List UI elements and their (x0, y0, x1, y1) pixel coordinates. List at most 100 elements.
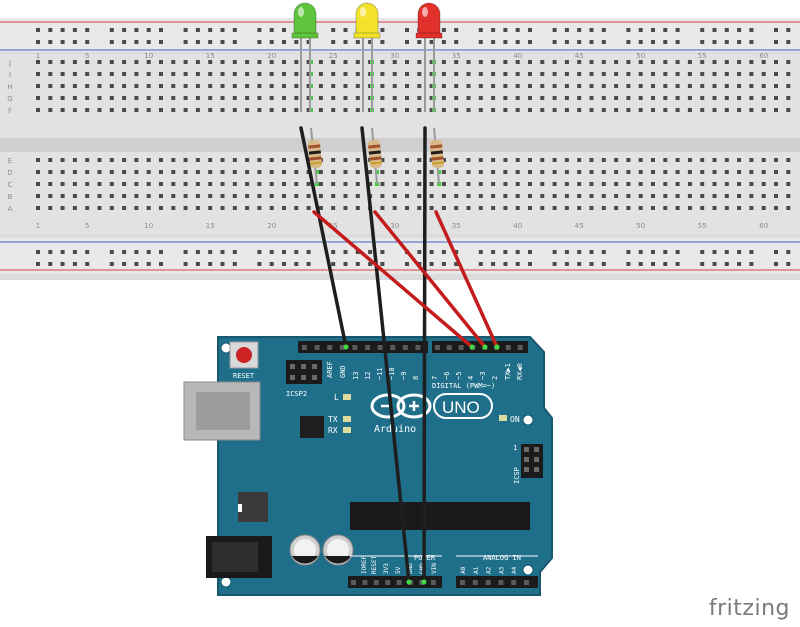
terminal-hole (355, 182, 360, 186)
terminal-hole (441, 96, 446, 100)
column-number: 10 (144, 222, 153, 230)
rail-hole (564, 40, 569, 44)
l-led-label: L (334, 393, 339, 402)
terminal-hole (528, 194, 532, 198)
terminal-hole (749, 182, 754, 186)
terminal-hole (577, 96, 582, 100)
column-number: 30 (390, 52, 399, 60)
mount-hole (220, 576, 232, 588)
rail-hole (552, 28, 557, 32)
terminal-hole (761, 182, 766, 186)
terminal-hole (515, 84, 520, 88)
terminal-hole (269, 170, 274, 174)
terminal-hole (232, 84, 237, 88)
terminal-hole (232, 206, 237, 210)
rail-hole (48, 40, 53, 44)
terminal-hole (48, 194, 53, 198)
terminal-hole (232, 182, 237, 186)
column-number: 50 (636, 222, 645, 230)
terminal-hole (282, 72, 286, 76)
terminal-hole (72, 60, 77, 64)
rail-hole (220, 40, 225, 44)
terminal-hole (540, 84, 545, 88)
terminal-hole (724, 108, 729, 112)
terminal-hole (331, 194, 336, 198)
terminal-hole (269, 158, 274, 162)
rail-hole (737, 250, 742, 254)
header-pin (485, 580, 491, 585)
terminal-hole (72, 108, 77, 112)
terminal-hole (195, 108, 200, 112)
terminal-hole (232, 170, 237, 174)
digital-pin-label: 8 (412, 376, 420, 380)
terminal-hole (269, 72, 274, 76)
rail-hole (564, 262, 569, 266)
terminal-hole (700, 206, 705, 210)
terminal-hole (183, 158, 188, 162)
digital-pin-label: ~9 (400, 372, 408, 380)
terminal-hole (601, 108, 606, 112)
terminal-hole (466, 170, 471, 174)
header-pin (290, 375, 295, 380)
terminal-hole (552, 60, 557, 64)
terminal-hole (687, 182, 692, 186)
terminal-hole (626, 158, 631, 162)
rail-hole (491, 40, 496, 44)
terminal-hole (577, 194, 582, 198)
rail-hole (195, 250, 200, 254)
terminal-hole (687, 194, 692, 198)
terminal-hole (663, 72, 668, 76)
terminal-hole (343, 60, 348, 64)
terminal-hole (72, 72, 77, 76)
header-pin (524, 467, 529, 472)
terminal-hole (515, 182, 520, 186)
header-pin (460, 580, 465, 585)
terminal-hole (429, 108, 434, 112)
terminal-hole (195, 206, 200, 210)
header-pin (352, 345, 358, 350)
reset-button-cap[interactable] (236, 347, 252, 363)
terminal-hole (601, 182, 606, 186)
terminal-hole (257, 170, 262, 174)
terminal-hole (380, 60, 385, 64)
yellow-led (353, 2, 381, 112)
column-number: 45 (575, 52, 584, 60)
terminal-hole (343, 170, 348, 174)
terminal-hole (331, 84, 336, 88)
rail-hole (257, 28, 262, 32)
digital-pin-label: 13 (352, 372, 360, 380)
resistor (367, 127, 383, 185)
terminal-hole (380, 72, 385, 76)
terminal-hole (749, 60, 754, 64)
digital-pin-label: ~11 (376, 367, 384, 380)
rail-hole (712, 250, 717, 254)
terminal-hole (749, 158, 754, 162)
terminal-hole (786, 60, 791, 64)
terminal-hole (528, 84, 532, 88)
column-number: 20 (267, 222, 276, 230)
terminal-hole (638, 108, 643, 112)
terminal-hole (552, 84, 557, 88)
rail-hole (724, 250, 729, 254)
terminal-hole (429, 170, 434, 174)
terminal-hole (159, 206, 163, 210)
terminal-hole (466, 60, 471, 64)
terminal-hole (737, 60, 742, 64)
terminal-hole (343, 84, 348, 88)
rail-hole (528, 250, 532, 254)
rail-hole (368, 250, 373, 254)
terminal-hole (663, 108, 668, 112)
terminal-hole (269, 84, 274, 88)
terminal-hole (122, 84, 127, 88)
terminal-hole (146, 60, 151, 64)
terminal-hole (343, 158, 348, 162)
terminal-hole (651, 60, 655, 64)
terminal-hole (700, 72, 705, 76)
header-pin (430, 580, 436, 585)
terminal-hole (343, 206, 348, 210)
terminal-hole (85, 182, 90, 186)
terminal-hole (405, 170, 409, 174)
terminal-hole (577, 60, 582, 64)
terminal-hole (171, 96, 176, 100)
terminal-hole (589, 194, 594, 198)
